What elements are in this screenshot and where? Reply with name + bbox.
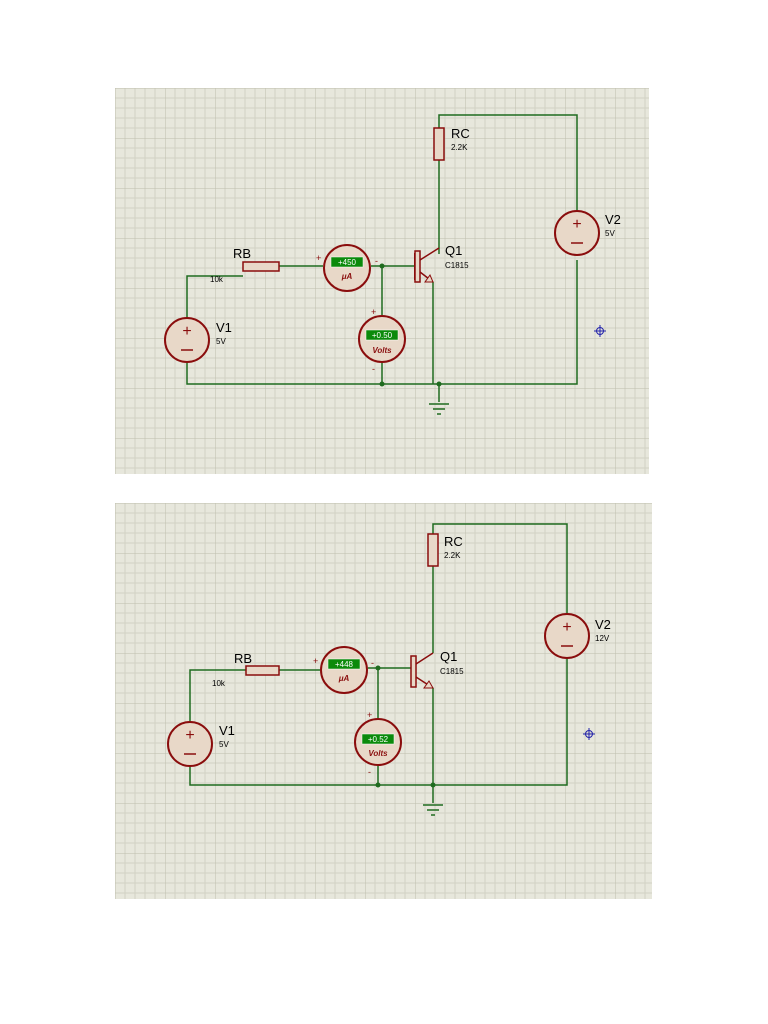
rb-value: 10k [212,679,226,688]
junction-dot [375,782,381,788]
ammeter-body [320,646,368,694]
voltmeter-minus-sign: - [372,364,375,374]
v1-source[interactable]: + V1 5V [167,721,235,767]
q1-collector-leg [419,247,440,261]
rb-name: RB [233,246,251,261]
transistor-q1[interactable]: Q1 C1815 [414,243,469,283]
transistor-q1[interactable]: Q1 C1815 [410,649,464,689]
ammeter-unit: μA [341,272,353,281]
ground-icon [423,804,443,816]
v1-plus-icon: + [185,727,194,744]
ammeter-minus-sign: - [375,256,378,266]
schematic-panel-1: RB 10k RC 2.2K +450 μA + - +0.50 Volts +… [115,88,649,474]
junction-dot [379,381,385,387]
v2-body [554,210,600,256]
junction-dot [379,263,385,269]
q1-base-plate [410,655,417,688]
q1-part: C1815 [445,261,469,270]
v2-name: V2 [605,212,621,227]
voltmeter-plus-sign: + [371,307,376,317]
junction-dot [436,381,442,387]
junction-dot [430,782,436,788]
ammeter[interactable]: +448 μA + - [313,646,374,694]
origin-marker-icon [583,728,595,740]
voltmeter-reading: +0.52 [368,735,389,744]
rb-value: 10k [210,275,224,284]
v1-name: V1 [216,320,232,335]
voltmeter-minus-sign: - [368,767,371,777]
rc-resistor-body [427,533,439,567]
v2-value: 5V [605,229,615,238]
voltmeter[interactable]: +0.52 Volts + - [354,710,402,777]
ammeter-minus-sign: - [371,658,374,668]
ammeter-display [330,256,364,268]
rc-name: RC [451,126,470,141]
v1-value: 5V [219,740,229,749]
voltmeter-plus-sign: + [367,710,372,720]
voltmeter-unit: Volts [372,346,392,355]
voltmeter-reading: +0.50 [372,331,393,340]
ammeter[interactable]: +450 μA + - [316,244,378,292]
rc-value: 2.2K [444,551,461,560]
v1-source[interactable]: + V1 5V [164,317,232,363]
origin-marker-icon [594,325,606,337]
wires [189,523,568,803]
ammeter-reading: +448 [335,660,354,669]
v2-plus-icon: + [562,619,571,636]
ammeter-reading: +450 [338,258,357,267]
v2-body [544,613,590,659]
schematic-panel-2: RB 10k RC 2.2K +448 μA + - +0.52 Volts +… [115,503,652,899]
v1-plus-icon: + [182,323,191,340]
rc-value: 2.2K [451,143,468,152]
v2-source[interactable]: + V2 5V [554,210,621,256]
rc-name: RC [444,534,463,549]
rb-resistor-body [245,665,280,676]
v1-name: V1 [219,723,235,738]
ground-icon [429,403,449,415]
rb-name: RB [234,651,252,666]
q1-part: C1815 [440,667,464,676]
v1-value: 5V [216,337,226,346]
rc-resistor[interactable]: RC 2.2K [433,126,470,161]
voltmeter[interactable]: +0.50 Volts + - [358,307,406,374]
q1-name: Q1 [445,243,462,258]
q1-emitter-arrow-icon [424,273,434,283]
v2-value: 12V [595,634,610,643]
grid-lines [115,503,652,899]
q1-collector-leg [415,652,434,665]
rc-resistor[interactable]: RC 2.2K [427,533,463,567]
rb-resistor[interactable]: RB 10k [212,651,280,688]
rc-resistor-body [433,127,445,161]
v1-body [164,317,210,363]
v2-source[interactable]: + V2 12V [544,613,611,659]
rb-resistor-body [242,261,280,272]
junction-dot [375,665,381,671]
q1-base-plate [414,250,421,283]
v2-plus-icon: + [572,216,581,233]
rb-resistor[interactable]: RB 10k [210,246,280,284]
ammeter-unit: μA [338,674,350,683]
v2-name: V2 [595,617,611,632]
v1-body [167,721,213,767]
wires [186,114,578,402]
ammeter-plus-sign: + [313,656,318,666]
voltmeter-display [361,733,395,745]
voltmeter-unit: Volts [368,749,388,758]
ammeter-plus-sign: + [316,253,321,263]
q1-name: Q1 [440,649,457,664]
q1-emitter-arrow-icon [423,680,434,689]
ammeter-display [327,658,361,670]
voltmeter-display [365,329,399,341]
ammeter-body [323,244,371,292]
